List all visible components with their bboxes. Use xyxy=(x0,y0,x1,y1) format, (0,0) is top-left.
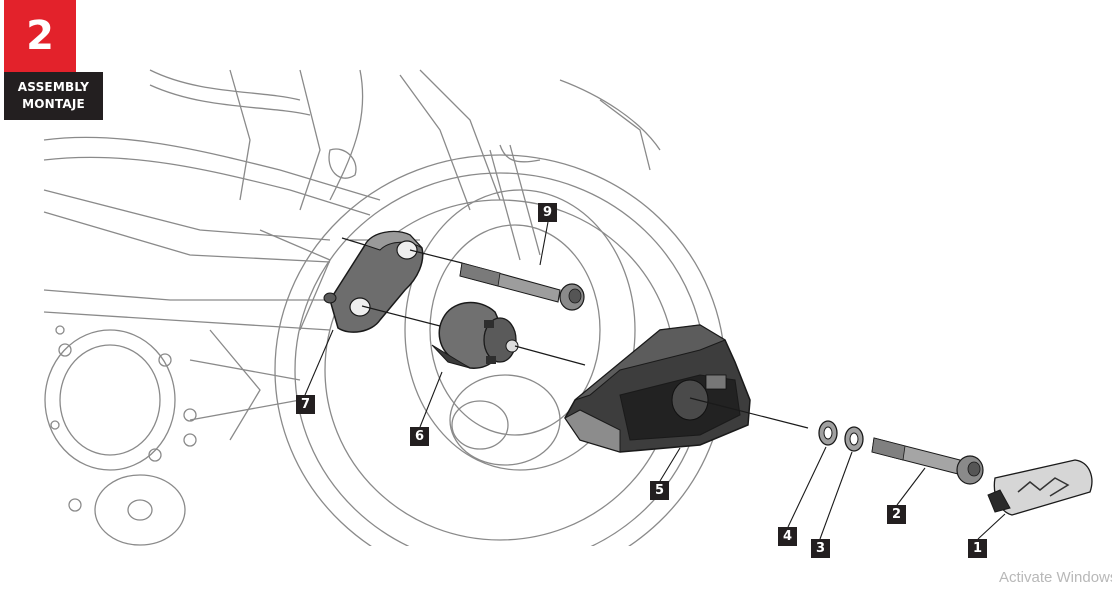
end-cap xyxy=(987,459,1093,516)
callout-1: 1 xyxy=(968,539,987,558)
callout-leader-lines xyxy=(304,221,1006,540)
assembly-axis-lines xyxy=(341,237,809,429)
step-title-english: ASSEMBLY xyxy=(17,80,90,94)
callout-4: 4 xyxy=(778,527,797,546)
callout-5: 5 xyxy=(650,481,669,500)
step-title-spanish: MONTAJE xyxy=(22,97,85,111)
crash-slider-housing xyxy=(564,324,751,453)
mounting-bracket xyxy=(323,230,424,333)
callout-7: 7 xyxy=(296,395,315,414)
step-title-label: ASSEMBLY MONTAJE xyxy=(4,72,103,120)
callout-9: 9 xyxy=(538,203,557,222)
motorcycle-background-art xyxy=(43,69,726,546)
slider-spacer xyxy=(431,301,519,369)
short-bolt xyxy=(871,437,984,485)
callout-2: 2 xyxy=(887,505,906,524)
activate-windows-watermark: Activate Windows xyxy=(999,569,1112,586)
callout-3: 3 xyxy=(811,539,830,558)
step-number-badge: 2 xyxy=(4,0,76,72)
long-bolt xyxy=(459,262,585,311)
washers xyxy=(818,420,864,452)
callout-6: 6 xyxy=(410,427,429,446)
